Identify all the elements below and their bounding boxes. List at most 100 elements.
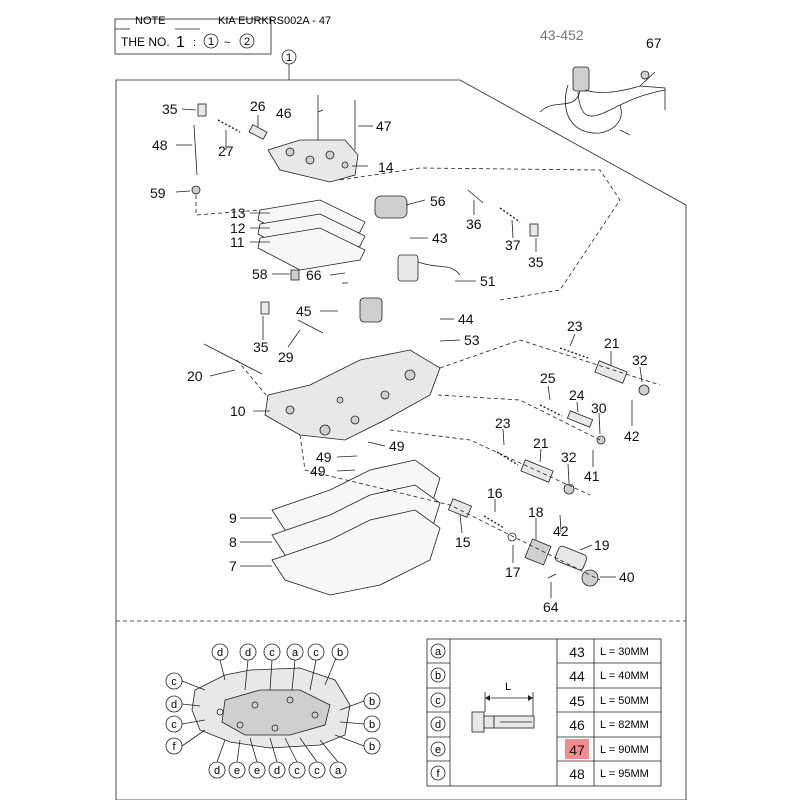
- label-40: 40: [619, 569, 635, 585]
- label-46: 46: [276, 105, 292, 121]
- bolt-key-top-5: c: [313, 647, 319, 659]
- table-part-44: 44: [569, 668, 585, 684]
- bolt-48: [193, 124, 198, 176]
- label-23a: 23: [567, 318, 583, 334]
- label-42a: 42: [624, 428, 640, 444]
- bolt-key-right-3: b: [369, 741, 375, 753]
- bolt-key-left-4: f: [172, 741, 176, 753]
- note-title: NOTE: [135, 15, 166, 27]
- label-59: 59: [150, 185, 166, 201]
- label-21a: 21: [604, 335, 620, 351]
- label-12: 12: [230, 220, 246, 236]
- label-30: 30: [591, 400, 607, 416]
- guide-upper: [339, 167, 621, 301]
- label-49a: 49: [389, 438, 405, 454]
- filter-58: [290, 269, 300, 281]
- label-11: 11: [230, 234, 245, 250]
- bolt-key-bottom-1: d: [214, 765, 220, 777]
- label-35b: 35: [528, 254, 544, 270]
- label-47: 47: [376, 118, 392, 134]
- note-the-no: THE NO.: [121, 35, 170, 49]
- guide-15: [299, 434, 601, 581]
- label-24: 24: [569, 387, 585, 403]
- label-32b: 32: [561, 449, 577, 465]
- svg-text:~: ~: [224, 37, 230, 49]
- sleeve-19: [554, 545, 588, 571]
- plunger-26: [248, 124, 268, 140]
- note-box: NOTE THE NO. 1 : 1 ~ 2: [114, 15, 272, 55]
- label-9: 9: [229, 510, 237, 526]
- label-41: 41: [584, 468, 600, 484]
- label-42b: 42: [553, 523, 569, 539]
- washer-59: [191, 185, 201, 195]
- valve-15: [447, 498, 473, 518]
- label-35a: 35: [162, 101, 178, 117]
- label-7: 7: [229, 558, 237, 574]
- assembly-frame: [115, 79, 687, 800]
- callout-1: 1: [286, 52, 292, 64]
- valve-36: [467, 189, 484, 204]
- label-20: 20: [187, 368, 203, 384]
- bolt-key-top-4: a: [292, 647, 299, 659]
- label-66: 66: [306, 267, 322, 283]
- label-51: 51: [480, 273, 496, 289]
- label-13: 13: [230, 205, 246, 221]
- table-key-c: c: [435, 695, 441, 707]
- svg-text:1: 1: [208, 36, 214, 48]
- label-10: 10: [230, 403, 246, 419]
- spring-27: [217, 119, 241, 133]
- label-53: 53: [464, 332, 480, 348]
- bolt-key-right-1: b: [369, 696, 375, 708]
- table-part-47: 47: [569, 742, 585, 758]
- plug-30: [596, 435, 606, 445]
- table-key-f: f: [436, 768, 440, 780]
- spring-25: [539, 404, 563, 417]
- harness-callout: 43-452: [540, 27, 584, 43]
- label-16: 16: [487, 485, 503, 501]
- bolt-key-top-6: b: [337, 647, 343, 659]
- label-35c: 35: [253, 339, 269, 355]
- bolt-key-left-3: c: [171, 719, 177, 731]
- valve-body-lower: [264, 349, 441, 441]
- bolt-key-bottom-5: c: [294, 765, 300, 777]
- label-48: 48: [152, 137, 168, 153]
- svg-text:2: 2: [244, 36, 250, 48]
- label-58: 58: [252, 266, 268, 282]
- table-part-48: 48: [569, 766, 585, 782]
- bolt-key-top-2: d: [245, 647, 251, 659]
- note-one: 1: [176, 34, 185, 51]
- valve-24: [566, 410, 594, 428]
- table-key-a: a: [435, 646, 442, 658]
- pin-64: [547, 573, 557, 579]
- label-45: 45: [296, 303, 312, 319]
- label-27: 27: [218, 143, 234, 159]
- table-length-f: L = 95MM: [600, 768, 649, 780]
- ring-17: [507, 532, 517, 542]
- label-23b: 23: [495, 415, 511, 431]
- valve-18: [524, 538, 552, 566]
- label-26: 26: [250, 98, 266, 114]
- table-length-a: L = 30MM: [600, 646, 649, 658]
- table-key-b: b: [435, 670, 441, 682]
- solenoid-45-assy: [359, 297, 383, 323]
- bolt-key-top-3: c: [269, 647, 275, 659]
- spring-16: [483, 515, 505, 529]
- leader-lines: [175, 108, 643, 598]
- bolt-key-bottom-3: e: [254, 765, 260, 777]
- valve-body-upper: [267, 139, 359, 183]
- clip-35c: [260, 301, 270, 315]
- table-part-45: 45: [569, 693, 585, 709]
- bolt-key-left-top: c: [171, 676, 177, 688]
- spring-37: [499, 207, 521, 223]
- table-length-d: L = 82MM: [600, 719, 649, 731]
- highlight-47: [565, 739, 589, 759]
- label-17: 17: [505, 564, 521, 580]
- bolt-dimension-drawing: L: [471, 681, 535, 733]
- label-25: 25: [540, 370, 556, 386]
- bolt-key-bottom-4: d: [274, 765, 280, 777]
- upper-separator-plates: [257, 199, 366, 271]
- label-21b: 21: [533, 435, 549, 451]
- label-49c: 49: [310, 463, 326, 479]
